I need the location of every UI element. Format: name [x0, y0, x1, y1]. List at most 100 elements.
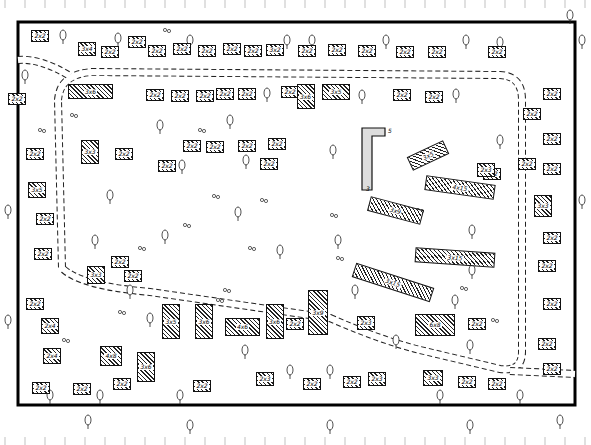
building-footprint: 3x6: [297, 84, 315, 109]
dimension-label: 2x3: [258, 376, 271, 382]
dimension-label: 2x2: [545, 136, 558, 142]
dimension-label: 2x2: [246, 48, 259, 54]
building-footprint: 3x5: [162, 304, 180, 339]
building-footprint: 2x2: [31, 30, 49, 42]
building-footprint: 3x5: [28, 182, 46, 198]
building-footprint: 2x2: [488, 46, 506, 58]
building-footprint: 2x2: [468, 318, 486, 330]
building-footprint: 3x15: [415, 247, 496, 268]
dimension-label: 3x6: [139, 364, 152, 370]
dimension-label: 3x3: [89, 272, 102, 278]
dimension-label: 2x2: [75, 386, 88, 392]
dimension-label: 2x2: [175, 46, 188, 52]
dimension-label: 3x6: [268, 319, 281, 325]
building-footprint: 2x2: [32, 382, 50, 394]
dimension-label: 4x8: [104, 353, 117, 359]
dimension-label: 2x2: [113, 259, 126, 265]
dimension-label: 2x2: [398, 49, 411, 55]
building-footprint: 3x6: [195, 304, 213, 339]
building-footprint: 2x2: [286, 318, 304, 330]
building-footprint: 2x2: [244, 45, 262, 57]
building-footprint: 2x3: [477, 163, 495, 177]
dimension-label: 2x2: [160, 163, 173, 169]
building-footprint: 2x2: [458, 376, 476, 388]
dimension-label: 2x2: [218, 91, 231, 97]
building-footprint: 2x2: [238, 88, 256, 100]
dimension-label: 2x2: [520, 161, 533, 167]
dimension-label: 2x2: [460, 379, 473, 385]
dimension-label: 2x2: [28, 301, 41, 307]
dimension-label: 2x2: [525, 111, 538, 117]
building-footprint: 2x2: [488, 378, 506, 390]
site-boundary: [18, 22, 575, 405]
dimension-label: 2x2: [545, 301, 558, 307]
dimension-label: 2x2: [126, 273, 139, 279]
dimension-label: 2x2: [360, 48, 373, 54]
dimension-label: 2x2: [270, 141, 283, 147]
building-footprint: 2x2: [34, 248, 52, 260]
dimension-label: 2x2: [470, 321, 483, 327]
building-footprint: 2x2: [173, 43, 191, 55]
dimension-label: 2x2: [150, 48, 163, 54]
building-footprint: 3x3: [87, 266, 105, 284]
dimension-label: 3x3: [426, 375, 439, 381]
dimension-label: 2x2: [427, 94, 440, 100]
dimension-label: 3x5: [30, 187, 43, 193]
building-footprint: 2x2: [128, 36, 146, 48]
trees: [5, 10, 585, 434]
dimension-label: 2x2: [240, 91, 253, 97]
building-footprint: 2x2: [543, 363, 561, 375]
dimension-label: 6x8: [428, 322, 441, 328]
building-footprint: 2x2: [124, 270, 142, 282]
dimension-label: 2x2: [103, 49, 116, 55]
building-footprint: 2x2: [113, 378, 131, 390]
dimension-label: 2x2: [195, 383, 208, 389]
dimension-label: 2x2: [10, 96, 23, 102]
building-footprint: 2x3: [256, 372, 274, 386]
dimension-label: 2x2: [33, 33, 46, 39]
dimension-label: 2x3: [359, 320, 372, 326]
building-footprint: 2x2: [206, 141, 224, 153]
building-footprint: 2x2: [358, 45, 376, 57]
dimension-label: 2x2: [345, 379, 358, 385]
building-footprint: 2x2: [148, 45, 166, 57]
building-footprint: 2x2: [518, 158, 536, 170]
dimension-label: 3x3: [83, 149, 96, 155]
building-footprint: 2x2: [158, 160, 176, 172]
dimension-label: 2x2: [117, 151, 130, 157]
building-footprint: 3x3: [81, 140, 99, 164]
building-footprint: 2x2: [268, 138, 286, 150]
dimension-label: 3x3: [536, 203, 549, 209]
dimension-label: 2x2: [540, 263, 553, 269]
dimension-label: 2x2: [490, 381, 503, 387]
building-footprint: 2x2: [8, 93, 26, 105]
building-footprint: 3x6: [137, 352, 155, 382]
dimension-label: 2x2: [36, 251, 49, 257]
dimension-label: 2x2: [395, 92, 408, 98]
side-length: 3: [366, 186, 370, 192]
dimension-label: 2x2: [262, 161, 275, 167]
dimension-label: 2x2: [208, 144, 221, 150]
dimension-label: 2x2: [115, 381, 128, 387]
dimension-label: 2x3: [370, 376, 383, 382]
dimension-label: 3x15: [384, 277, 402, 288]
building-footprint: 2x2: [328, 44, 346, 56]
dimension-label: 3x9: [388, 206, 402, 215]
building-footprint: 2x2: [543, 298, 561, 310]
building-footprint: 2x2: [115, 148, 133, 160]
building-footprint: 4x6: [225, 318, 260, 336]
building-footprint: 2x2: [543, 133, 561, 145]
building-footprint: 3x9: [367, 196, 424, 225]
building-footprint: 3x4: [78, 42, 96, 56]
dimension-label: 2x2: [305, 381, 318, 387]
dimension-label: 2x2: [540, 341, 553, 347]
building-footprint: 2x2: [26, 298, 44, 310]
building-footprint: 2x2: [36, 213, 54, 225]
dimension-label: 3x6: [299, 94, 312, 100]
dimension-label: 2x2: [38, 216, 51, 222]
building-footprint: 2x2: [303, 378, 321, 390]
dimension-label: 2x2: [200, 48, 213, 54]
building-footprint: 2x2: [523, 108, 541, 120]
building-footprint: 2x4: [43, 348, 61, 364]
dimension-label: 2x2: [545, 366, 558, 372]
